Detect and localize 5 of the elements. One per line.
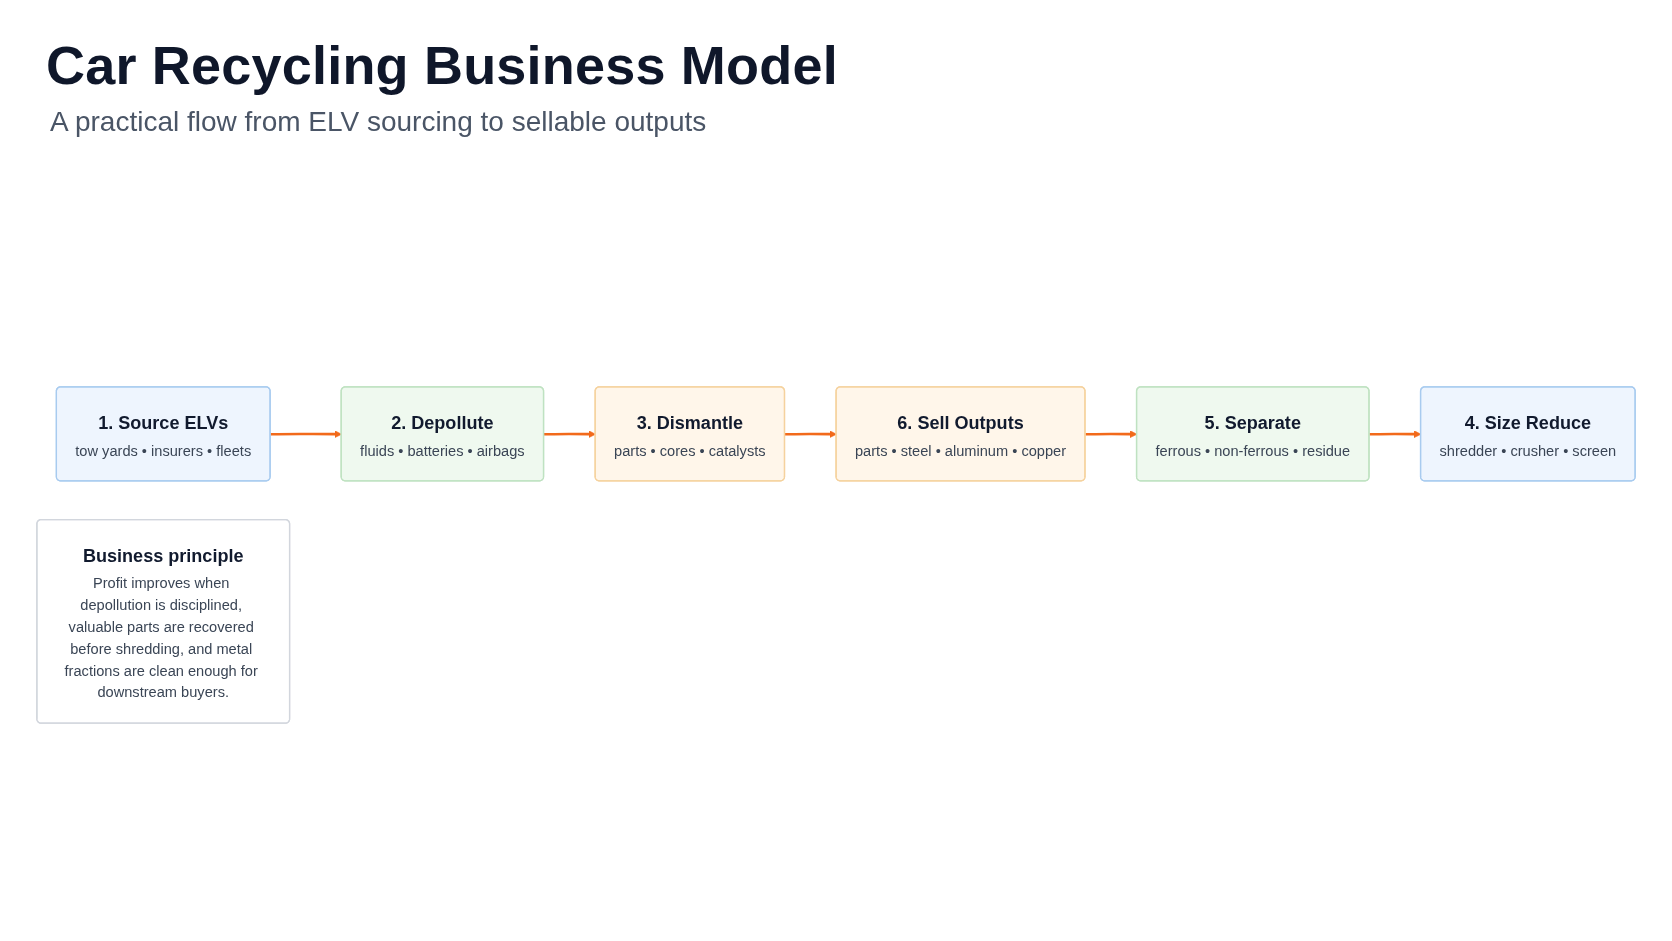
subtitle: A practical flow from ELV sourcing to sellable outputs (50, 106, 707, 138)
title: Car Recycling Business Model (46, 34, 838, 96)
arrow (784, 430, 837, 438)
arrow (270, 430, 342, 438)
arrow (543, 430, 596, 438)
